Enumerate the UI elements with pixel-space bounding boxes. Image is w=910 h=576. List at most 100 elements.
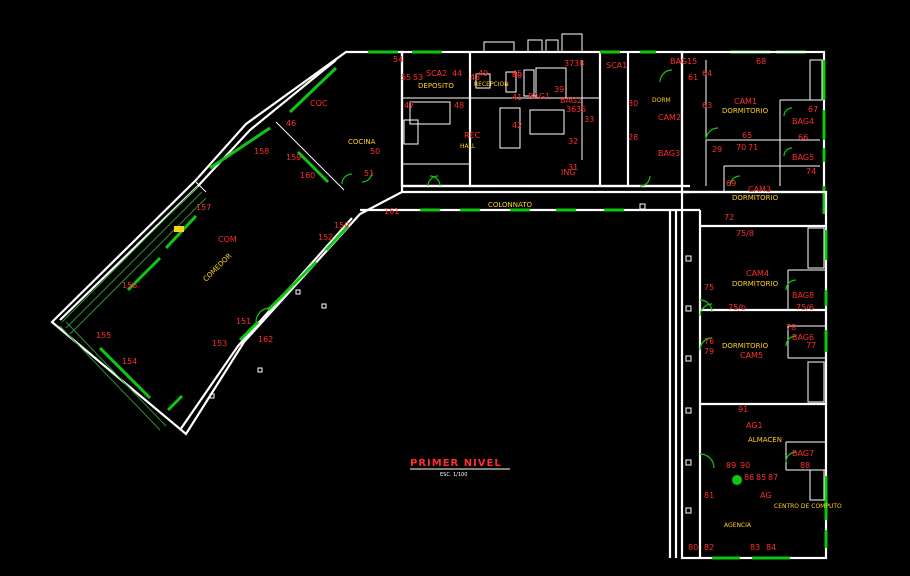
number-label: 30: [628, 99, 638, 108]
number-label: 75/6: [796, 303, 814, 312]
number-label: 84: [766, 543, 776, 552]
room-name-comedor: COMEDOR: [202, 252, 234, 284]
room-code-ag: AG: [760, 491, 772, 500]
room-code-ag1: AG1: [746, 421, 763, 430]
number-label: 91: [738, 405, 748, 414]
room-name-dormitorio-4: DORMITORIO: [732, 280, 779, 288]
room-name-recepcion: RECEPCION: [474, 81, 509, 88]
number-label: 157: [196, 203, 211, 212]
number-label: 63: [702, 101, 712, 110]
number-label: 82: [704, 543, 714, 552]
number-label: 32: [568, 137, 578, 146]
number-label: 47: [404, 101, 414, 110]
number-label: 67: [808, 105, 818, 114]
number-label: 40: [512, 71, 522, 80]
number-label: 35: [576, 105, 586, 114]
number-label: 36: [566, 105, 576, 114]
room-code-rec: REC: [464, 131, 481, 140]
room-code-coc: COC: [310, 99, 328, 108]
number-label: 80: [688, 543, 698, 552]
number-label: 88: [800, 461, 810, 470]
number-label: 31: [568, 163, 578, 172]
number-label: 156: [122, 281, 137, 290]
room-code-cam3: CAM3: [748, 185, 771, 194]
marker-icon: [174, 226, 184, 232]
number-label: 161: [384, 207, 399, 216]
number-label: 38: [574, 59, 584, 68]
number-label: 154: [122, 357, 137, 366]
room-code-bag6: BAG6: [792, 333, 814, 342]
number-label: 159: [286, 153, 301, 162]
number-label: 29: [712, 145, 722, 154]
number-label: 69: [726, 179, 736, 188]
number-label: 28: [628, 133, 638, 142]
number-label: 72: [724, 213, 734, 222]
number-label: 150: [334, 221, 349, 230]
dimension-numbers: 54 55 53 49 48 47 46 50 51 37 38 39 36 3…: [96, 55, 818, 552]
number-label: 162: [258, 335, 273, 344]
room-code-bag2: BAG2: [560, 96, 582, 105]
room-code-sca1: SCA1: [606, 61, 627, 70]
number-label: 43: [470, 73, 480, 82]
room-code-bag3: BAG3: [658, 149, 680, 158]
number-label: 79: [704, 347, 714, 356]
number-label: 70: [736, 143, 746, 152]
room-code-bag7: BAG7: [792, 449, 814, 458]
room-name-colonnato: COLONNATO: [488, 201, 533, 209]
number-label: 45: [512, 69, 522, 78]
number-label: 152: [318, 233, 333, 242]
room-code-bag5: BAG5: [792, 153, 814, 162]
number-label: 44: [452, 69, 462, 78]
number-label: 42: [512, 121, 522, 130]
number-label: 155: [96, 331, 111, 340]
number-label: 160: [300, 171, 315, 180]
room-name-dorm: DORM: [652, 97, 671, 104]
number-label: 153: [212, 339, 227, 348]
number-label: 64: [702, 69, 712, 78]
number-label: 81: [704, 491, 714, 500]
number-label: 54: [393, 55, 403, 64]
number-label: 83: [750, 543, 760, 552]
central-block: [360, 33, 806, 212]
number-label: 90: [740, 461, 750, 470]
number-label: 71: [748, 143, 758, 152]
room-name-cocina: COCINA: [348, 138, 376, 146]
number-label: 41: [512, 93, 522, 102]
number-label: 89: [726, 461, 736, 470]
number-label: 75/b: [728, 303, 746, 312]
number-label: 68: [756, 57, 766, 66]
room-name-agencia: AGENCIA: [724, 522, 752, 529]
room-code-cam4: CAM4: [746, 269, 769, 278]
number-label: 66: [798, 133, 808, 142]
room-code-sca2: SCA2: [426, 69, 447, 78]
room-name-dormitorio-3: DORMITORIO: [732, 194, 779, 202]
room-code-bag4: BAG4: [792, 117, 814, 126]
plant-icon: [732, 475, 742, 485]
room-name-centro-computo: CENTRO DE COMPUTO: [774, 503, 842, 510]
number-label: 74: [806, 167, 816, 176]
number-label: 50: [370, 147, 380, 156]
number-label: 33: [584, 115, 594, 124]
number-label: 51: [364, 169, 374, 178]
number-label: 86: [744, 473, 754, 482]
room-code-cam5: CAM5: [740, 351, 763, 360]
room-code-com: COM: [218, 235, 237, 244]
number-label: 76: [704, 337, 714, 346]
number-label: 49: [478, 69, 488, 78]
number-label: 75: [704, 283, 714, 292]
number-label: 55: [401, 73, 411, 82]
number-label: 158: [254, 147, 269, 156]
number-label: 78: [786, 323, 796, 332]
room-name-almacen: ALMACEN: [748, 436, 782, 444]
number-label: 87: [768, 473, 778, 482]
number-label: 85: [756, 473, 766, 482]
number-label: 75/8: [736, 229, 754, 238]
room-code-bag1: BAG1: [528, 92, 550, 101]
room-name-dormitorio-5: DORMITORIO: [722, 342, 769, 350]
number-label: 65: [742, 131, 752, 140]
lower-wing: [639, 190, 828, 560]
plan-scale: ESC. 1/100: [440, 472, 467, 478]
number-label: 151: [236, 317, 251, 326]
number-label: 77: [806, 341, 816, 350]
room-name-deposito: DEPOSITO: [418, 82, 454, 90]
